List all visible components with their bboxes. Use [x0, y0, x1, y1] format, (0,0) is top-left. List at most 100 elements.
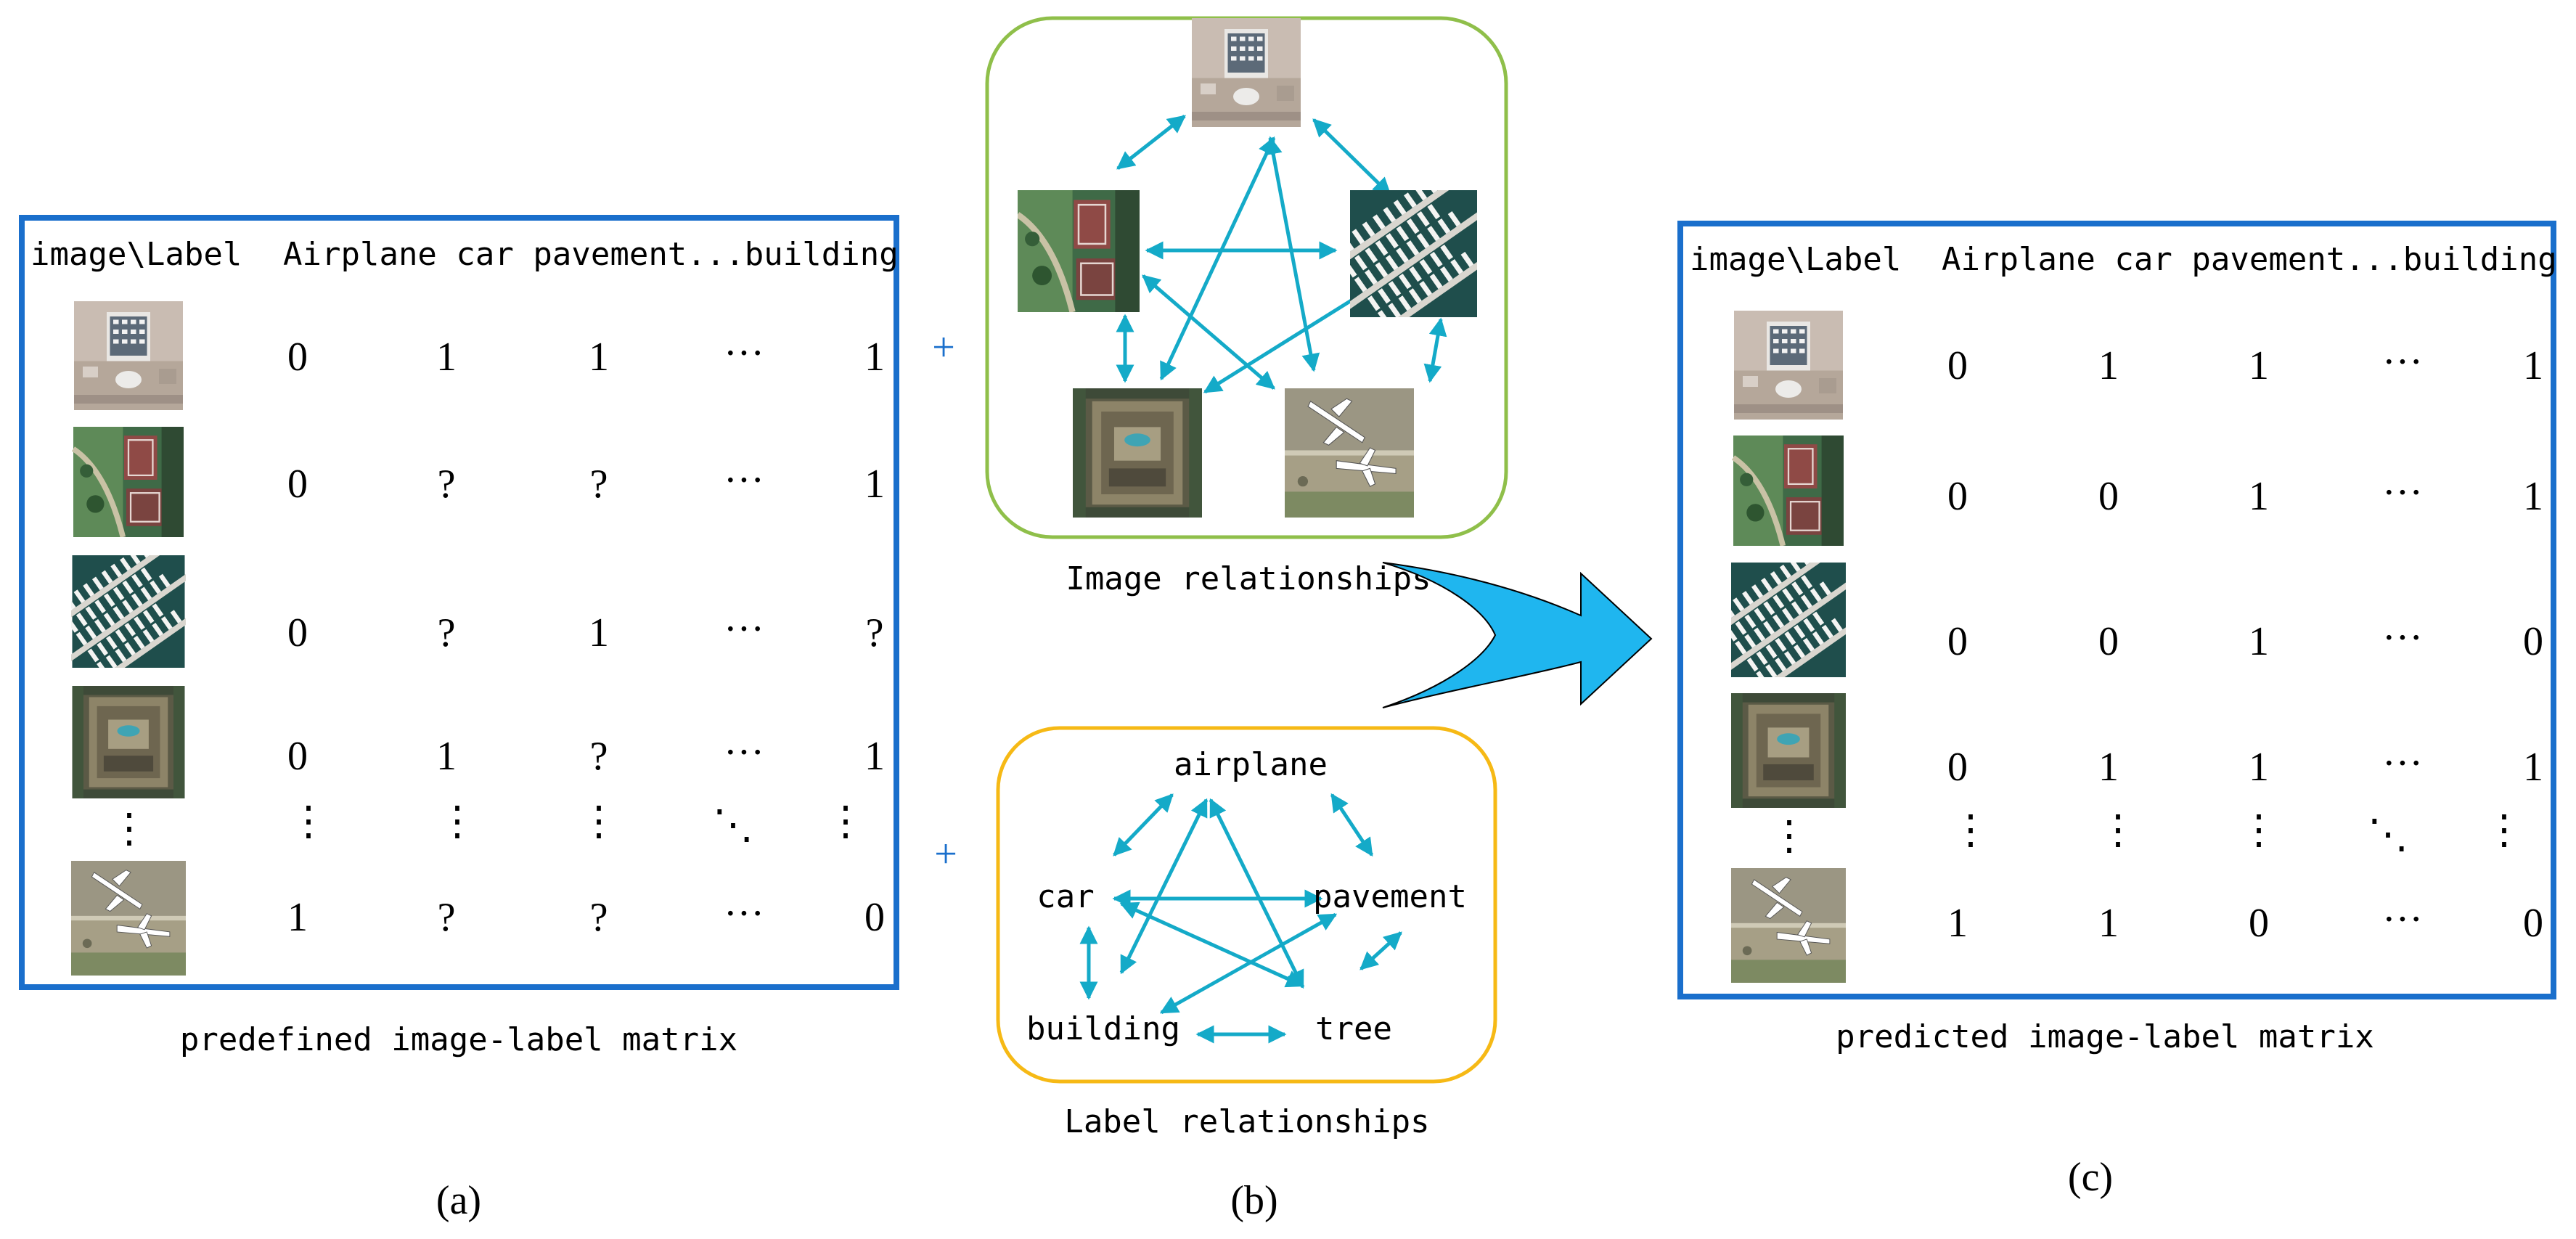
- matrix-cell: 0: [1947, 474, 1968, 519]
- matrix-cell: 0: [2523, 619, 2543, 664]
- plus-sign: +: [934, 832, 957, 877]
- matrix-ellipsis: ⋱: [713, 803, 753, 848]
- matrix-cell: 0: [2098, 474, 2119, 519]
- panel-letter-c: (c): [2068, 1155, 2113, 1200]
- matrix-cell: ?: [438, 895, 456, 940]
- matrix-cell: ?: [590, 895, 608, 940]
- matrix-cell: 1: [2523, 474, 2543, 519]
- matrix-cell: 1: [2098, 745, 2119, 790]
- predicted-matrix-border: [1677, 221, 2556, 999]
- matrix-cell: ?: [590, 462, 608, 507]
- matrix-cell: 1: [864, 734, 885, 779]
- matrix-ellipsis: ⋮: [825, 799, 866, 844]
- matrix-cell: 0: [864, 895, 885, 940]
- parking-lot-image: [1734, 311, 1843, 420]
- matrix-cell: 1: [2249, 619, 2269, 664]
- matrix-cell: ···: [2382, 340, 2423, 385]
- matrix-ellipsis: ⋱: [2368, 812, 2408, 857]
- matrix-cell: ···: [724, 891, 764, 936]
- matrix-cell: 0: [2098, 619, 2119, 664]
- matrix-cell: 1: [2249, 745, 2269, 790]
- transform-arrow: [1382, 562, 1653, 708]
- matrix-ellipsis: ⋮: [1950, 808, 1991, 853]
- matrix-cell: ···: [2382, 897, 2423, 942]
- matrix-cell: 1: [864, 462, 885, 507]
- matrix-cell: 1: [287, 895, 308, 940]
- matrix-ellipsis: ⋮: [1769, 814, 1810, 859]
- image-relationship-edges: [1116, 115, 1447, 394]
- building-rooftop-image: [1073, 388, 1202, 518]
- matrix-cell: ···: [724, 458, 764, 503]
- matrix-cell: 0: [2523, 901, 2543, 946]
- harbor-boats-image: [1350, 190, 1477, 317]
- matrix-cell: 0: [2249, 901, 2269, 946]
- matrix-cell: 1: [864, 335, 885, 380]
- matrix-cell: ···: [724, 331, 764, 376]
- matrix-cell: 0: [287, 610, 308, 655]
- matrix-ellipsis: ⋮: [109, 806, 150, 851]
- panel-c: image\Label Airplane car pavement...buil…: [1677, 221, 2557, 1200]
- matrix-cell: 1: [436, 734, 457, 779]
- panel-letter-b: (b): [1230, 1178, 1277, 1223]
- sports-field-image: [1018, 190, 1140, 312]
- matrix-cell: 1: [589, 610, 609, 655]
- matrix-cell: ?: [866, 610, 884, 655]
- matrix-cell: 1: [589, 335, 609, 380]
- matrix-cell: 1: [2249, 474, 2269, 519]
- harbor-boats-image: [71, 555, 186, 668]
- airplane-apron-image: [71, 860, 186, 976]
- predicted-matrix-caption: predicted image-label matrix: [1836, 1018, 2374, 1055]
- matrix-cell: ···: [724, 730, 764, 775]
- matrix-cell: ?: [590, 734, 608, 779]
- matrix-ellipsis: ⋮: [2484, 808, 2524, 853]
- label-node-building: building: [1026, 1010, 1180, 1047]
- matrix-cell: ···: [2382, 616, 2423, 661]
- label-node-tree: tree: [1315, 1010, 1392, 1047]
- panel-letter-a: (a): [436, 1178, 481, 1223]
- matrix-cell: 1: [2098, 343, 2119, 388]
- airplane-apron-image: [1731, 867, 1846, 984]
- matrix-cell: ···: [724, 607, 764, 652]
- airplane-apron-image: [1285, 388, 1414, 518]
- matrix-cell: ?: [438, 610, 456, 655]
- matrix-cell: 1: [2098, 901, 2119, 946]
- matrix-ellipsis: ⋮: [578, 799, 619, 844]
- plus-sign: +: [932, 325, 955, 370]
- matrix-cell: ?: [438, 462, 456, 507]
- matrix-cell: 1: [436, 335, 457, 380]
- matrix-label-header: Airplane car pavement...building: [1942, 241, 2557, 278]
- sports-field-image: [1733, 436, 1844, 546]
- matrix-ellipsis: ⋮: [437, 799, 478, 844]
- matrix-cell: 0: [287, 335, 308, 380]
- matrix-label-header: Airplane car pavement...building: [283, 236, 899, 273]
- building-rooftop-image: [72, 686, 185, 798]
- matrix-cell: ···: [2382, 741, 2423, 786]
- matrix-cell: 0: [1947, 343, 1968, 388]
- label-node-airplane: airplane: [1174, 746, 1328, 783]
- label-node-pavement: pavement: [1313, 878, 1467, 915]
- label-relationship-box: [996, 726, 1497, 1084]
- matrix-cell: 0: [1947, 745, 1968, 790]
- matrix-cell: 1: [2523, 745, 2543, 790]
- building-rooftop-image: [1731, 693, 1846, 808]
- harbor-boats-image: [1731, 563, 1846, 677]
- parking-lot-image: [1192, 18, 1301, 127]
- parking-lot-image: [74, 301, 183, 410]
- matrix-cell: 1: [2523, 343, 2543, 388]
- predefined-matrix-border: [19, 215, 899, 990]
- matrix-corner-header: image\Label: [30, 236, 242, 273]
- matrix-cell: ···: [2382, 470, 2423, 515]
- matrix-ellipsis: ⋮: [288, 799, 329, 844]
- panel-b: + + Image relationships: [932, 16, 1508, 1223]
- predefined-matrix-caption: predefined image-label matrix: [180, 1021, 737, 1058]
- matrix-cell: 0: [1947, 619, 1968, 664]
- matrix-cell: 1: [1947, 901, 1968, 946]
- matrix-cell: 0: [287, 734, 308, 779]
- matrix-cell: 0: [287, 462, 308, 507]
- label-relationship-edges: [1079, 793, 1402, 1044]
- sports-field-image: [73, 427, 184, 537]
- matrix-ellipsis: ⋮: [2098, 808, 2138, 853]
- matrix-ellipsis: ⋮: [2238, 808, 2279, 853]
- label-node-car: car: [1036, 878, 1094, 915]
